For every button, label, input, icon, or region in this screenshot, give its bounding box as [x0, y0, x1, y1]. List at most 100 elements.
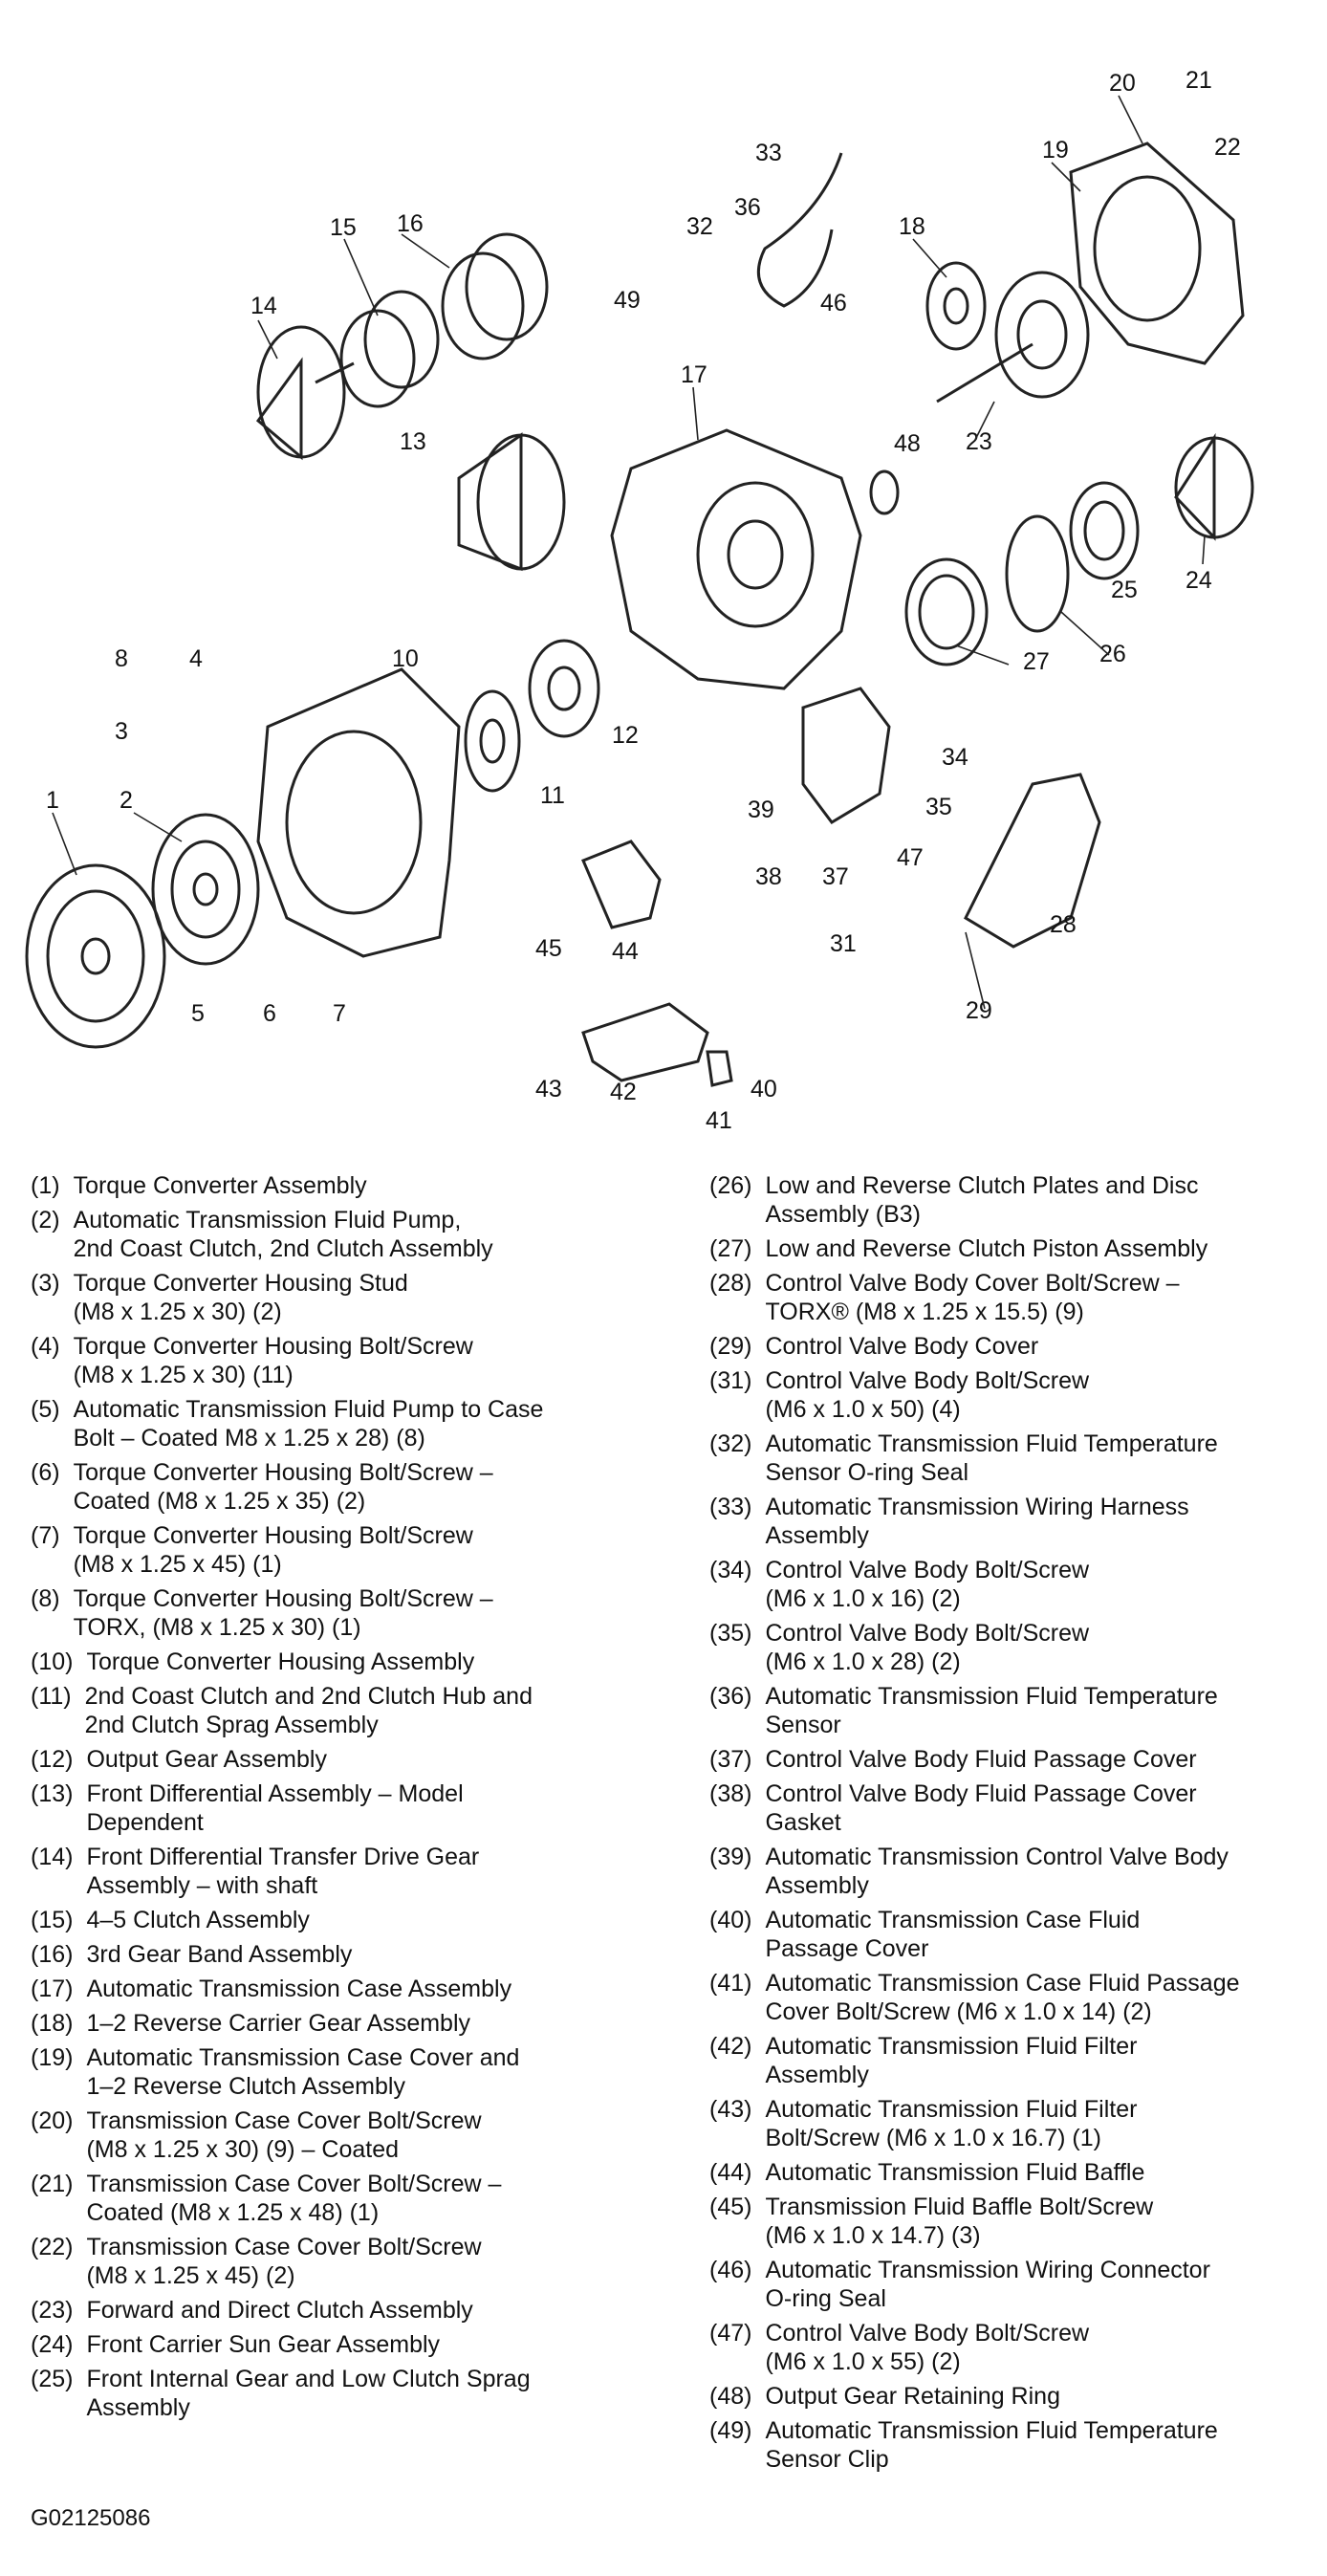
legend-item-number: (35) — [709, 1620, 752, 1647]
legend-item-number: (39) — [709, 1844, 752, 1870]
callout-49: 49 — [614, 287, 641, 314]
legend-left-column: (1)Torque Converter Assembly(2)Automatic… — [31, 1171, 642, 2428]
legend-item-text: Torque Converter Assembly — [73, 1172, 367, 1199]
legend-item: (6)Torque Converter Housing Bolt/Screw –… — [31, 1458, 642, 1516]
legend-item-text: Torque Converter Housing Assembly — [86, 1648, 475, 1675]
callout-42: 42 — [610, 1079, 637, 1105]
legend-item: (38)Control Valve Body Fluid Passage Cov… — [709, 1779, 1321, 1837]
callout-8: 8 — [115, 645, 128, 672]
legend-item-text: Automatic Transmission Control Valve Bod… — [765, 1844, 1229, 1899]
passage-cover-drawing — [706, 1050, 733, 1087]
fluid-filter-drawing — [581, 1002, 709, 1082]
callout-1: 1 — [46, 787, 59, 814]
legend-item: (15) 4–5 Clutch Assembly — [31, 1906, 642, 1934]
legend-item: (34)Control Valve Body Bolt/Screw (M6 x … — [709, 1556, 1321, 1613]
callout-10: 10 — [392, 645, 419, 672]
legend-item-text: Control Valve Body Bolt/Screw (M6 x 1.0 … — [765, 1620, 1090, 1675]
valve-body-cover-drawing — [964, 773, 1101, 949]
callout-25: 25 — [1111, 577, 1138, 603]
callout-16: 16 — [397, 210, 424, 237]
legend-item-number: (2) — [31, 1207, 60, 1233]
legend-item: (36) Automatic Transmission Fluid Tempera… — [709, 1682, 1321, 1739]
legend-item-text: Control Valve Body Fluid Passage Cover — [765, 1746, 1197, 1773]
legend-item: (13)Front Differential Assembly – Model … — [31, 1779, 642, 1837]
legend-item-number: (26) — [709, 1172, 752, 1199]
legend-item-number: (44) — [709, 2159, 752, 2186]
callout-13: 13 — [400, 428, 426, 455]
legend-item-number: (27) — [709, 1235, 752, 1262]
legend-item: (45)Transmission Fluid Baffle Bolt/Screw… — [709, 2193, 1321, 2250]
legend-item-number: (10) — [31, 1648, 74, 1675]
legend-item: (39) Automatic Transmission Control Valve… — [709, 1843, 1321, 1900]
callout-21: 21 — [1186, 67, 1212, 94]
parts-legend: (1)Torque Converter Assembly(2)Automatic… — [0, 1171, 1327, 2510]
legend-item-number: (3) — [31, 1270, 60, 1297]
torque-converter-drawing — [25, 863, 166, 1049]
callout-12: 12 — [612, 722, 639, 749]
callout-34: 34 — [942, 744, 968, 771]
legend-item: (17)Automatic Transmission Case Assembly — [31, 1975, 642, 2003]
case-cover-drawing — [1069, 142, 1245, 365]
legend-item-text: Front Differential Transfer Drive Gear A… — [86, 1844, 480, 1899]
callout-44: 44 — [612, 938, 639, 965]
legend-item-text: Transmission Fluid Baffle Bolt/Screw (M6… — [765, 2194, 1154, 2249]
callout-27: 27 — [1023, 648, 1050, 675]
legend-item-text: Output Gear Retaining Ring — [765, 2383, 1060, 2410]
legend-item-number: (12) — [31, 1746, 74, 1773]
legend-item-number: (16) — [31, 1941, 74, 1968]
legend-item-text: Torque Converter Housing Bolt/Screw (M8 … — [73, 1333, 473, 1388]
legend-item-number: (4) — [31, 1333, 60, 1360]
output-gear-drawing — [528, 639, 600, 738]
legend-item: (11)2nd Coast Clutch and 2nd Clutch Hub … — [31, 1682, 642, 1739]
legend-item-number: (38) — [709, 1780, 752, 1807]
legend-item-text: Transmission Case Cover Bolt/Screw (M8 x… — [86, 2234, 482, 2289]
legend-item-text: Automatic Transmission Fluid Temperature… — [765, 1683, 1218, 1738]
valve-body-drawing — [801, 687, 891, 824]
legend-item-text: 4–5 Clutch Assembly — [86, 1907, 310, 1933]
legend-item-text: Control Valve Body Cover Bolt/Screw – TO… — [765, 1270, 1180, 1325]
legend-item-number: (6) — [31, 1459, 60, 1486]
legend-item: (21)Transmission Case Cover Bolt/Screw –… — [31, 2170, 642, 2227]
legend-item-number: (8) — [31, 1585, 60, 1612]
legend-item-number: (15) — [31, 1907, 74, 1933]
exploded-view-diagram: 1 2 3 4 5 6 7 8 10 11 12 13 14 15 16 17 … — [0, 0, 1327, 1147]
legend-item: (49)Automatic Transmission Fluid Tempera… — [709, 2416, 1321, 2474]
legend-item-number: (40) — [709, 1907, 752, 1933]
legend-item: (7)Torque Converter Housing Bolt/Screw (… — [31, 1521, 642, 1579]
legend-item-text: Automatic Transmission Fluid Temperature… — [765, 1430, 1218, 1486]
legend-item: (31)Control Valve Body Bolt/Screw (M6 x … — [709, 1366, 1321, 1424]
callout-17: 17 — [681, 361, 707, 388]
clutch-piston-drawing — [904, 557, 989, 666]
legend-item: (18)1–2 Reverse Carrier Gear Assembly — [31, 2009, 642, 2038]
wiring-harness-drawing — [756, 152, 843, 308]
callout-19: 19 — [1042, 137, 1069, 164]
legend-item-number: (17) — [31, 1976, 74, 2002]
legend-item-text: Automatic Transmission Wiring Harness As… — [765, 1494, 1189, 1549]
legend-item: (47)Control Valve Body Bolt/Screw (M6 x … — [709, 2319, 1321, 2376]
carrier-gear-drawing — [925, 261, 987, 351]
legend-item-number: (25) — [31, 2366, 74, 2392]
differential-drawing — [457, 432, 566, 572]
callout-3: 3 — [115, 718, 128, 745]
legend-item: (33)Automatic Transmission Wiring Harnes… — [709, 1493, 1321, 1550]
legend-item: (27)Low and Reverse Clutch Piston Assemb… — [709, 1234, 1321, 1263]
callout-labels: 1 2 3 4 5 6 7 8 10 11 12 13 14 15 16 17 … — [46, 67, 1241, 1134]
clutch-hub-drawing — [464, 689, 521, 793]
callout-33: 33 — [755, 140, 782, 166]
legend-item-text: Control Valve Body Bolt/Screw (M6 x 1.0 … — [765, 1557, 1090, 1612]
callout-14: 14 — [250, 293, 277, 319]
sun-gear-drawing — [1174, 432, 1254, 541]
legend-item: (35) Control Valve Body Bolt/Screw (M6 x … — [709, 1619, 1321, 1676]
legend-item: (12)Output Gear Assembly — [31, 1745, 642, 1774]
legend-item-number: (36) — [709, 1683, 752, 1710]
callout-24: 24 — [1186, 567, 1212, 594]
legend-item-number: (32) — [709, 1430, 752, 1457]
legend-item-number: (11) — [31, 1683, 72, 1710]
callout-46: 46 — [820, 290, 847, 317]
legend-item: (19)Automatic Transmission Case Cover an… — [31, 2043, 642, 2101]
legend-item: (48)Output Gear Retaining Ring — [709, 2382, 1321, 2411]
legend-item: (37)Control Valve Body Fluid Passage Cov… — [709, 1745, 1321, 1774]
legend-item-number: (41) — [709, 1970, 752, 1997]
legend-item-number: (29) — [709, 1333, 752, 1360]
callout-29: 29 — [966, 997, 992, 1024]
